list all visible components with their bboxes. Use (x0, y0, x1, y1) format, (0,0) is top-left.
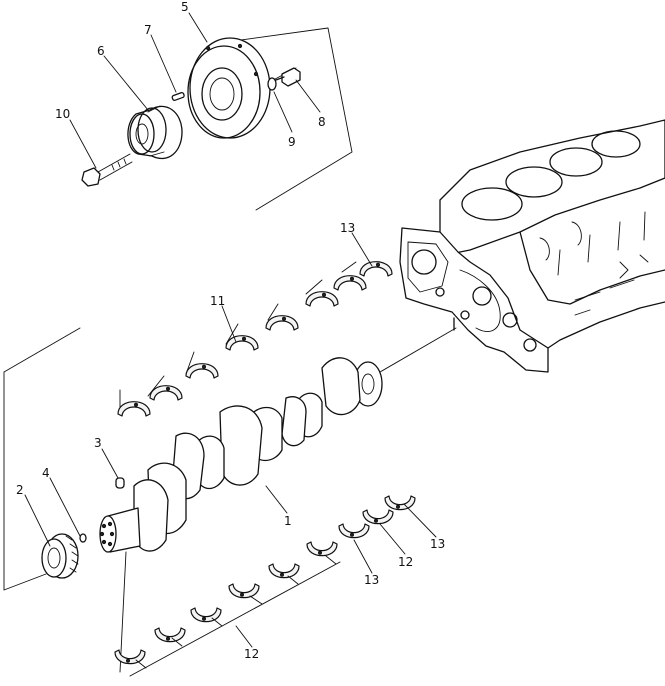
lower-bearing-row (129, 555, 341, 677)
callout-12-right: 12 (398, 555, 413, 569)
callout-11: 11 (210, 294, 225, 308)
callout-13-right: 13 (430, 537, 445, 551)
lower-shell-8 (362, 509, 394, 525)
callout-labels: 1 2 3 4 5 6 7 8 9 10 11 12 12 13 13 13 (16, 0, 445, 661)
callout-6: 6 (97, 44, 105, 58)
crankshaft-gear (41, 533, 79, 579)
lower-shell-6 (306, 541, 338, 557)
washer (267, 77, 277, 91)
crankshaft-pulley (127, 105, 183, 160)
callout-3: 3 (94, 436, 102, 450)
upper-shell-2 (149, 385, 183, 401)
upper-bearing-shells (117, 261, 393, 417)
lower-shell-4 (228, 583, 260, 599)
lower-shell-5 (268, 563, 300, 579)
lower-shell-9 (384, 495, 416, 511)
lower-bearing-shells (114, 495, 416, 665)
vibration-damper (187, 37, 271, 139)
lower-shell-7 (338, 523, 370, 539)
callout-12-lower: 12 (244, 647, 259, 661)
callout-2: 2 (16, 483, 24, 497)
upper-shell-3 (185, 363, 219, 379)
lower-shell-3 (190, 607, 222, 623)
pulley-bolt (81, 153, 133, 187)
callout-1: 1 (284, 514, 292, 528)
callout-8: 8 (318, 115, 326, 129)
key (115, 477, 125, 489)
leader-lines (24, 12, 437, 648)
callout-9: 9 (288, 135, 296, 149)
front-group-frame (3, 327, 81, 591)
lower-shell-2 (154, 627, 186, 643)
lower-shell-1 (114, 649, 146, 665)
crankshaft (99, 357, 383, 553)
callout-4: 4 (42, 466, 50, 480)
callout-7: 7 (144, 23, 152, 37)
upper-shell-1 (117, 401, 151, 417)
upper-shell-8 (359, 261, 393, 277)
cylinder-block (399, 119, 665, 373)
upper-shell-7 (333, 275, 367, 291)
callout-5: 5 (181, 0, 189, 14)
callout-10: 10 (55, 107, 70, 121)
upper-shell-5 (265, 315, 299, 331)
pin (79, 533, 87, 543)
upper-shell-6 (305, 291, 339, 307)
damper-bolt (275, 67, 301, 87)
upper-shell-4 (225, 335, 259, 351)
dowel-pin (171, 91, 185, 101)
pulley-group-frame (211, 27, 353, 211)
callout-13-top: 13 (340, 221, 355, 235)
centerline-front (119, 551, 127, 673)
centerline-block (379, 327, 457, 373)
callout-13-lower: 13 (364, 573, 379, 587)
